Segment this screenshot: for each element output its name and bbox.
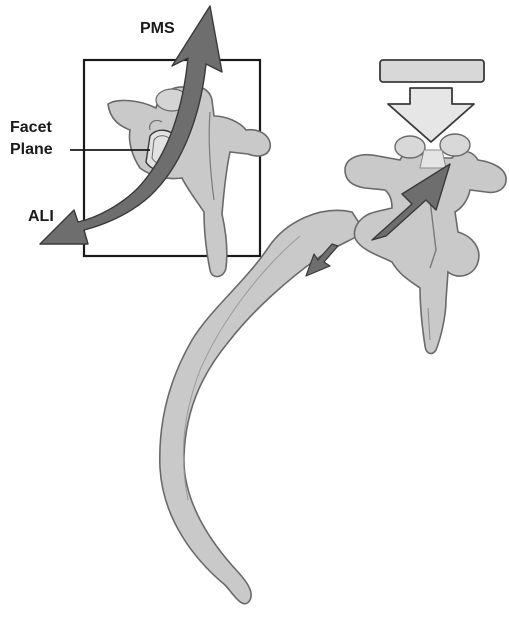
- ali-label: ALI: [28, 207, 54, 226]
- down-arrow-icon: [388, 88, 474, 142]
- compression-block: [380, 60, 484, 82]
- pms-label: PMS: [140, 19, 175, 38]
- facet-label-line2: Plane: [10, 140, 53, 159]
- facet-label-line1: Facet: [10, 118, 52, 137]
- vertebra-posterior: [345, 134, 506, 353]
- rib: [160, 210, 365, 603]
